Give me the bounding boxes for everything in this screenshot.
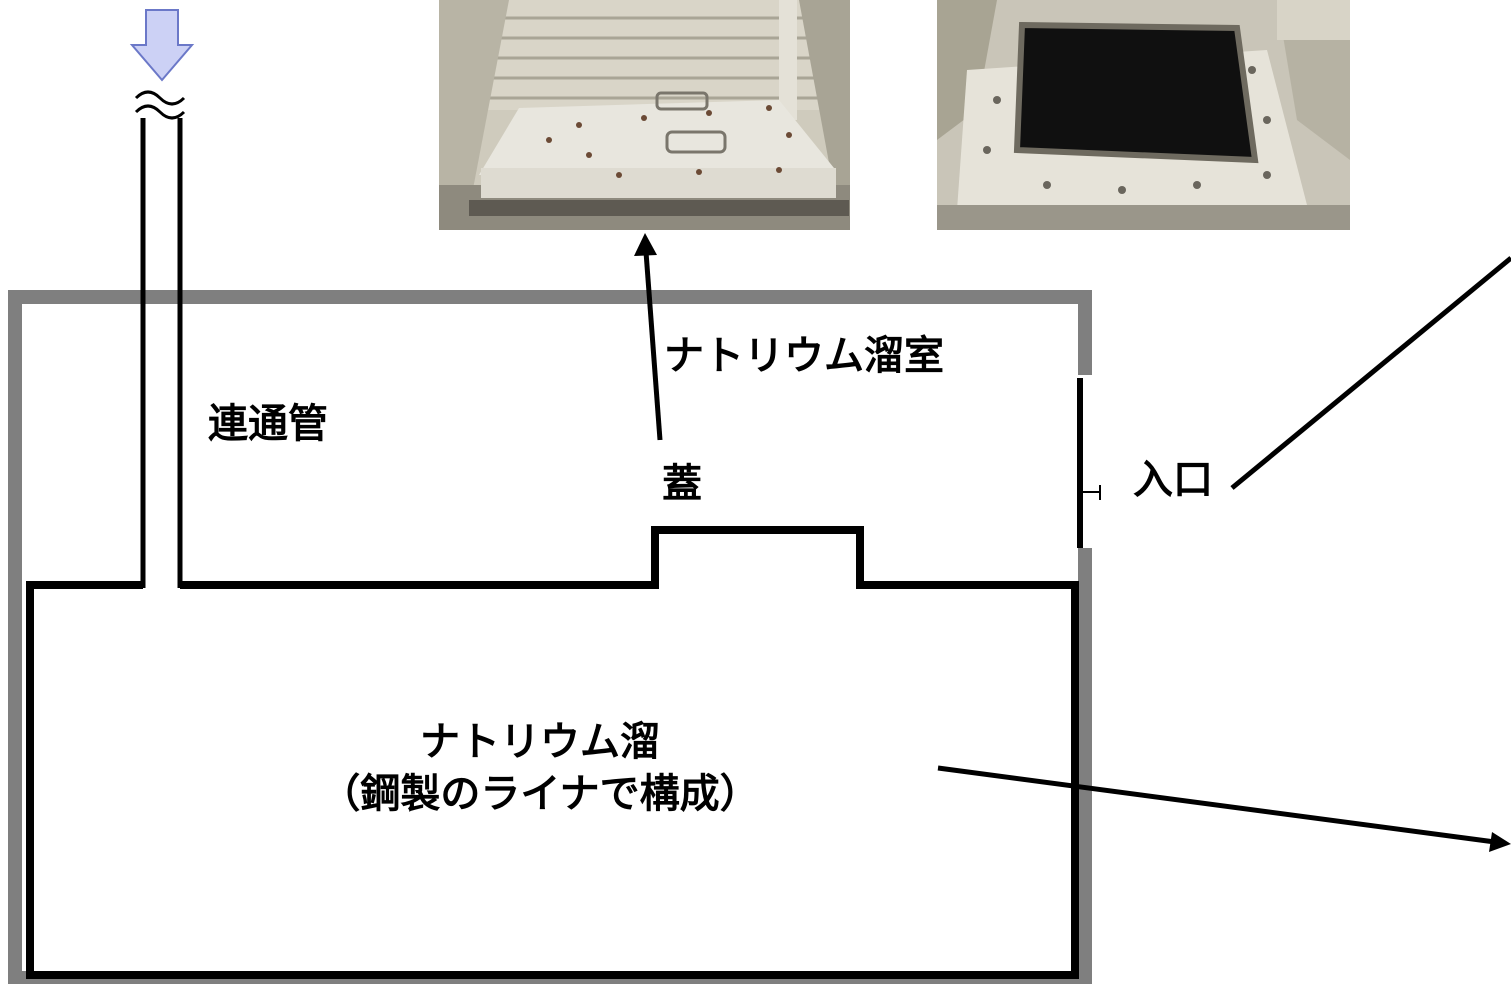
lid-leader xyxy=(634,233,663,441)
lid-label: 蓋 xyxy=(662,461,702,507)
hatch-photo xyxy=(937,0,1350,230)
wavy-break-icon xyxy=(134,90,186,120)
pit-leader xyxy=(937,765,1511,852)
outer-wall xyxy=(8,290,1092,984)
sodium-pit-caption: ナトリウム溜 （鋼製のライナで構成） xyxy=(220,722,860,826)
sodium-pit-label: ナトリウム溜 xyxy=(420,719,660,765)
entrance-label: 入口 xyxy=(1133,457,1213,503)
connecting-pipe-label: 連通管 xyxy=(208,401,328,447)
sodium-room-label: ナトリウム溜室 xyxy=(664,333,944,379)
down-arrow-icon xyxy=(129,9,195,82)
connecting-pipe xyxy=(140,118,183,588)
entrance-door xyxy=(1077,378,1101,548)
sodium-pit-note: （鋼製のライナで構成） xyxy=(320,771,760,817)
steel-liner xyxy=(26,526,1079,979)
lid-photo xyxy=(439,0,850,230)
entrance-leader xyxy=(1230,256,1511,490)
